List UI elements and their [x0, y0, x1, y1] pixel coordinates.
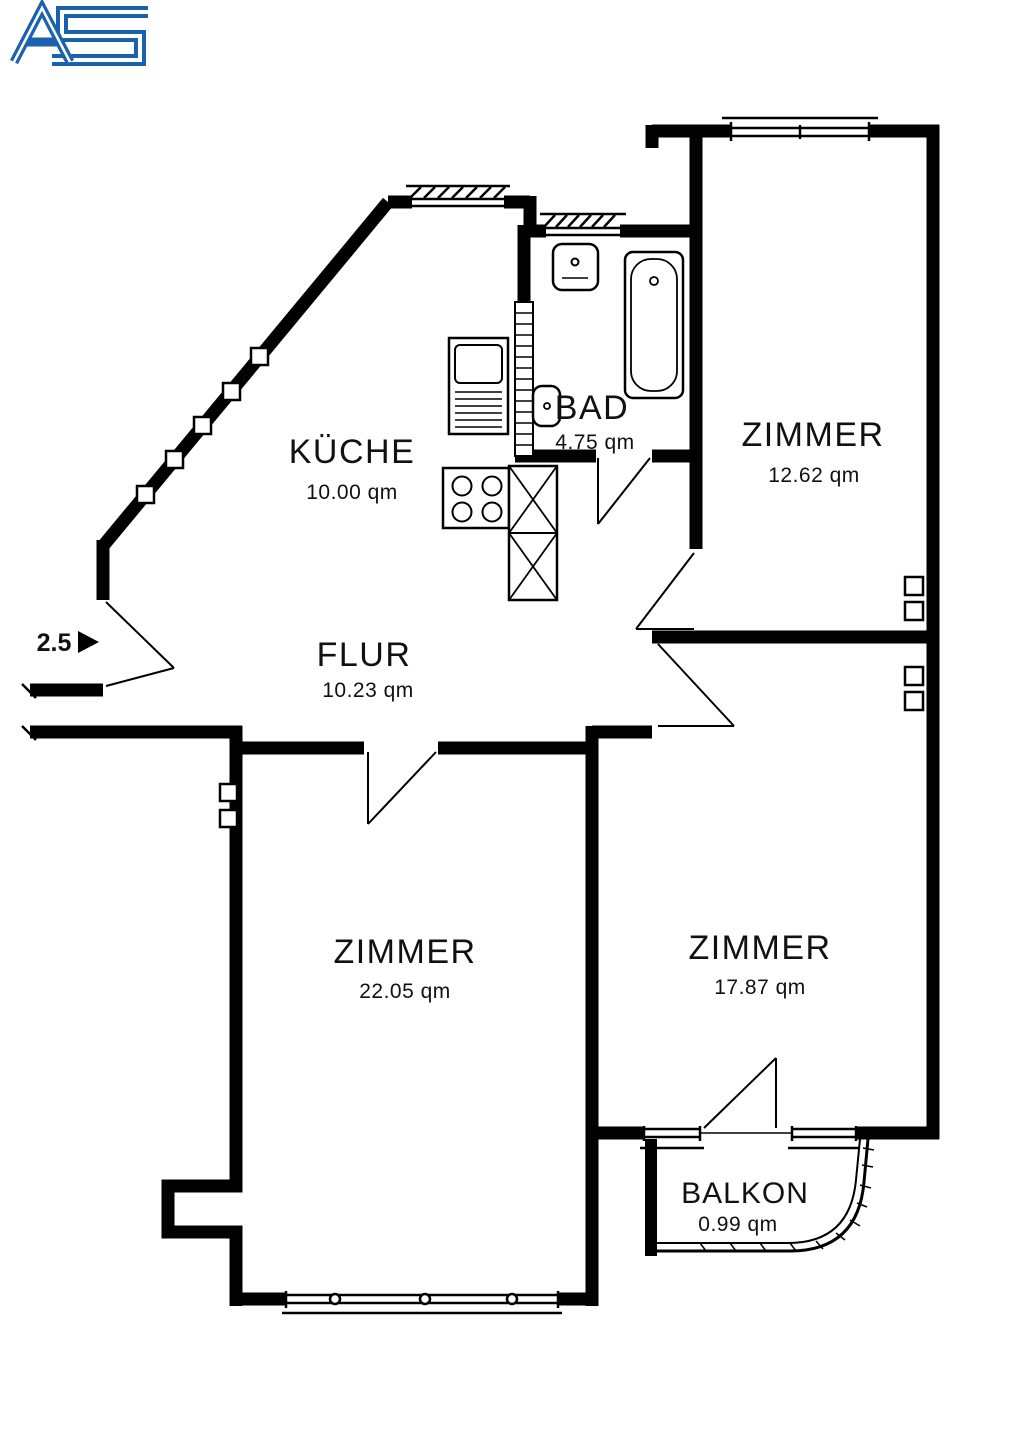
room-label-bad: BAD 4.75 qm — [555, 389, 634, 454]
shaft-right-4 — [903, 690, 925, 712]
wall-shafts — [218, 575, 925, 829]
room-name-bad: BAD — [555, 389, 629, 427]
bathtub — [623, 250, 685, 400]
tiled-wall-strip — [514, 301, 534, 457]
door-topright-room — [635, 552, 695, 630]
ceiling-height-annotation: 2.5 — [37, 629, 99, 657]
windows — [135, 116, 878, 1315]
wall-cut-marks — [21, 683, 37, 741]
kitchen-drainer — [455, 391, 502, 428]
room-label-zimmer-left: ZIMMER 22.05 qm — [333, 933, 476, 1003]
company-logo — [10, 0, 148, 66]
room-area-zimmer-left: 22.05 qm — [359, 980, 451, 1003]
shaft-left-1 — [218, 782, 239, 803]
room-name-zimmer-right: ZIMMER — [688, 929, 831, 967]
stove — [441, 466, 511, 530]
room-name-flur: FLUR — [317, 636, 412, 674]
wall-bottomleft-left — [161, 748, 243, 1306]
shaft-right-2 — [903, 600, 925, 622]
walls — [30, 124, 940, 1306]
room-area-balkon: 0.99 qm — [698, 1213, 777, 1236]
room-area-zimmer-top: 12.62 qm — [768, 464, 860, 487]
kitchen-sink-unit — [447, 336, 510, 436]
fixtures — [441, 242, 685, 602]
logo-s-inline — [52, 10, 148, 62]
room-name-kueche: KÜCHE — [289, 433, 416, 471]
height-marker-arrow-icon — [78, 631, 99, 653]
room-name-zimmer-left: ZIMMER — [333, 933, 476, 971]
entrance-door — [105, 601, 175, 687]
room-area-bad: 4.75 qm — [555, 431, 634, 454]
window-bathroom — [540, 212, 626, 237]
door-bottomleft-room — [367, 751, 437, 825]
shaft-left-2 — [218, 808, 239, 829]
room-name-balkon: BALKON — [681, 1177, 809, 1210]
window-bottomleft-room — [282, 1291, 562, 1315]
room-name-zimmer-top: ZIMMER — [741, 416, 884, 454]
room-labels: KÜCHE 10.00 qm BAD 4.75 qm ZIMMER 12.62 … — [289, 389, 884, 1236]
balcony-railing-hatch — [699, 1147, 875, 1252]
balcony-railing — [651, 1138, 875, 1253]
window-bottomright-left — [640, 1126, 704, 1150]
doors — [105, 457, 792, 1134]
room-area-flur: 10.23 qm — [322, 679, 414, 702]
window-topright-room — [722, 116, 878, 141]
door-balcony — [700, 1057, 792, 1134]
room-label-kueche: KÜCHE 10.00 qm — [289, 433, 416, 504]
wardrobe — [507, 464, 559, 602]
bathroom-sink — [551, 242, 600, 292]
ceiling-height-value: 2.5 — [37, 629, 72, 657]
windows-kitchen-diagonal — [135, 346, 270, 505]
room-label-zimmer-top: ZIMMER 12.62 qm — [741, 416, 884, 487]
room-area-zimmer-right: 17.87 qm — [714, 976, 806, 999]
room-label-balkon: BALKON 0.99 qm — [681, 1177, 809, 1236]
window-bottomright-right — [788, 1126, 860, 1150]
wall-basin — [531, 384, 562, 428]
room-label-flur: FLUR 10.23 qm — [317, 636, 414, 702]
door-bottomright-room — [657, 643, 735, 727]
shaft-right-1 — [903, 575, 925, 597]
window-kitchen — [406, 184, 510, 208]
logo-a-inline — [12, 5, 72, 63]
shaft-right-3 — [903, 665, 925, 687]
room-area-kueche: 10.00 qm — [306, 481, 398, 504]
door-bathroom — [597, 457, 651, 525]
room-label-zimmer-right: ZIMMER 17.87 qm — [688, 929, 831, 999]
